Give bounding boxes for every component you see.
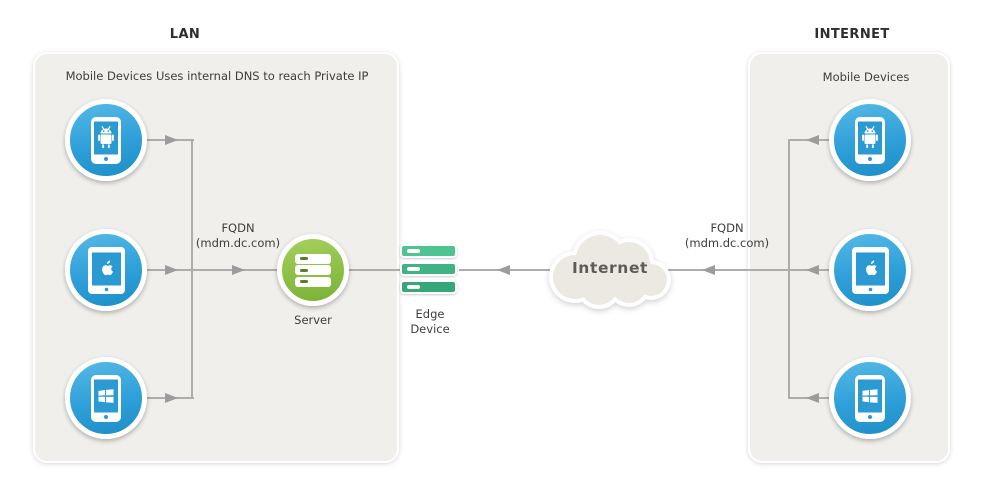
connector-server-to-edge <box>347 269 402 271</box>
connector-cloud-to-internet-devices <box>666 269 831 271</box>
server-rack-icon <box>295 252 331 288</box>
connector-internet-trunk <box>788 139 790 399</box>
arrowhead-right-icon <box>165 393 178 403</box>
arrowhead-right-icon <box>232 265 245 275</box>
lan-fqdn-label: FQDN (mdm.dc.com) <box>196 221 280 251</box>
internet-fqdn-label: FQDN (mdm.dc.com) <box>685 221 769 251</box>
apple-tablet-icon <box>87 246 125 294</box>
lan-device-apple <box>65 229 147 311</box>
internet-device-android <box>829 99 911 181</box>
internet-zone-title: INTERNET <box>814 27 890 42</box>
arrowhead-right-icon <box>165 135 178 145</box>
arrowhead-left-icon <box>806 135 819 145</box>
fqdn-line2: (mdm.dc.com) <box>195 236 281 250</box>
android-phone-icon <box>855 116 885 164</box>
arrowhead-left-icon <box>806 393 819 403</box>
connector-lan-row2-to-server <box>144 269 280 271</box>
edge-label-line1: Edge <box>415 307 445 321</box>
internet-device-windows <box>829 357 911 439</box>
lan-zone-caption: Mobile Devices Uses internal DNS to reac… <box>65 69 369 83</box>
edge-label-line2: Device <box>410 321 450 336</box>
server-bar <box>295 276 331 287</box>
edge-device-node <box>400 244 459 298</box>
server-bar <box>295 265 331 275</box>
windows-phone-icon <box>855 374 885 422</box>
server-bar <box>295 253 331 264</box>
server-node <box>277 234 349 306</box>
windows-phone-icon <box>91 374 121 422</box>
edge-bar <box>400 244 457 258</box>
server-label: Server <box>294 313 332 327</box>
fqdn-line2: (mdm.dc.com) <box>684 236 770 250</box>
internet-device-apple <box>829 229 911 311</box>
arrowhead-left-icon <box>806 265 819 275</box>
lan-device-android <box>65 99 147 181</box>
internet-zone-caption: Mobile Devices <box>822 70 910 84</box>
fqdn-line1: FQDN <box>221 221 255 235</box>
fqdn-line1: FQDN <box>710 221 744 235</box>
lan-device-windows <box>65 357 147 439</box>
internet-cloud-label: Internet <box>571 259 649 277</box>
lan-zone-title: LAN <box>169 27 201 42</box>
edge-bar <box>400 280 457 294</box>
connector-lan-trunk <box>191 139 193 399</box>
internet-cloud-icon <box>549 231 671 309</box>
apple-tablet-icon <box>851 246 889 294</box>
arrowhead-left-icon <box>702 265 715 275</box>
edge-device-label: Edge Device <box>410 307 449 336</box>
android-phone-icon <box>91 116 121 164</box>
arrowhead-left-icon <box>497 265 510 275</box>
arrowhead-right-icon <box>165 265 178 275</box>
edge-device-stack-icon <box>400 244 459 294</box>
edge-bar <box>400 262 457 276</box>
